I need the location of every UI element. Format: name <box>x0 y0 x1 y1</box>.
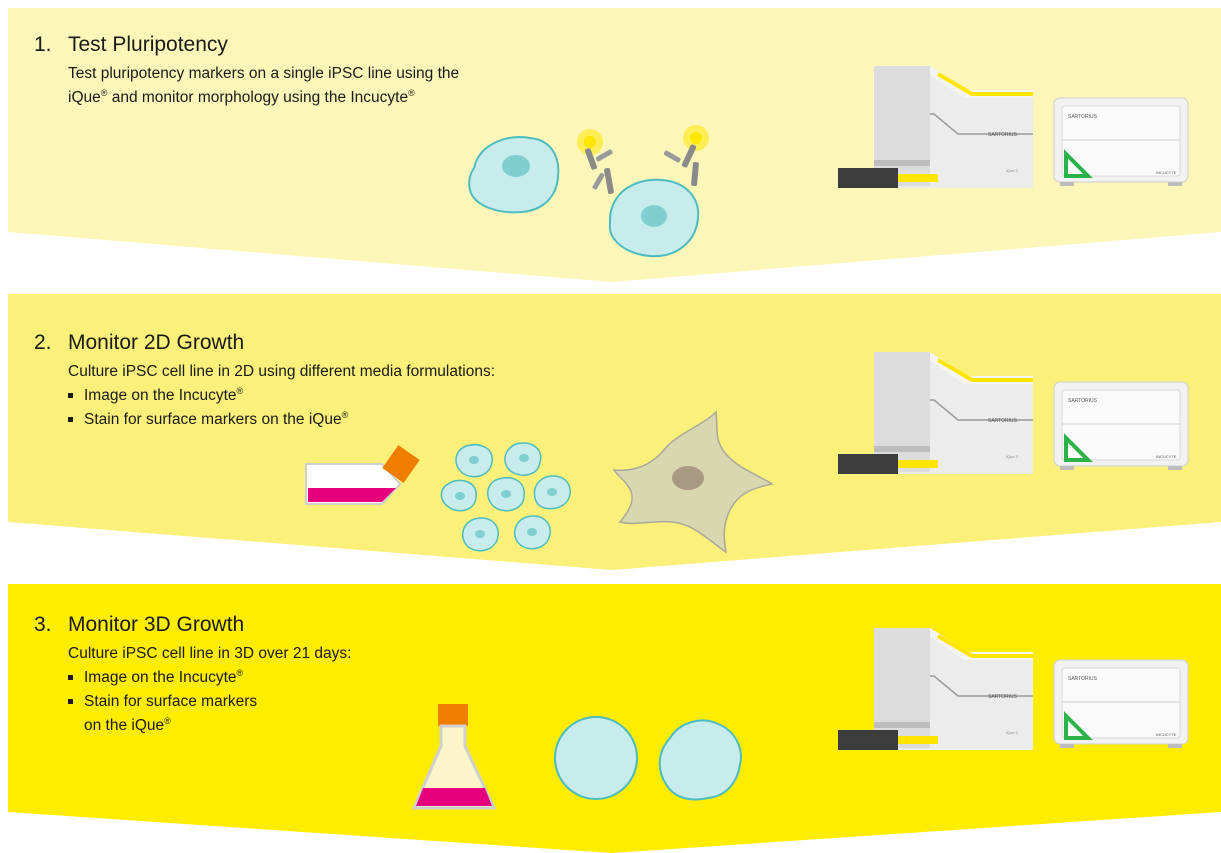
incucyte-brand-label: SARTORIUS <box>1068 676 1098 682</box>
ique-instrument-icon: SARTORIUS iQue 3 <box>838 352 1033 474</box>
stage-3-bullet-2: Stain for surface markers on the iQue® <box>68 690 351 738</box>
differentiated-cell-icon <box>612 410 774 554</box>
antibody-right-icon <box>663 125 709 187</box>
ique-instrument-icon: SARTORIUS iQue 3 <box>838 66 1033 188</box>
incucyte-instrument-icon: SARTORIUS INCUCYTE <box>1053 381 1189 470</box>
stage-2-differentiated-cell-illustration <box>612 410 774 554</box>
stage-1-desc-ique: iQue <box>68 89 101 106</box>
stage-3-description: Culture iPSC cell line in 3D over 21 day… <box>68 645 352 662</box>
ique-brand-label: SARTORIUS <box>988 132 1018 138</box>
culture-flask-icon <box>305 445 420 505</box>
stage-2-title-text: Monitor 2D Growth <box>68 331 245 354</box>
stage-1-desc-incucyte: and monitor morphology using the Incucyt… <box>107 89 409 106</box>
stage-1-reg-mark-1: ® <box>100 87 108 98</box>
stage-2-reg-mark-1: ® <box>236 385 244 396</box>
stage-2-bullet-1-text: Image on the Incucyte <box>84 387 237 404</box>
stage-3-bullet-2-line2: on the iQue <box>84 717 165 734</box>
incucyte-instrument-icon: SARTORIUS INCUCYTE <box>1053 97 1189 186</box>
stage-2-cell-colony-illustration <box>440 442 571 552</box>
stage-2-band: 2. Monitor 2D Growth Culture iPSC cell li… <box>0 290 1221 580</box>
ique-model-label: iQue 3 <box>1006 168 1019 173</box>
incucyte-brand-label: SARTORIUS <box>1068 114 1098 120</box>
stage-3-bullet-1-text: Image on the Incucyte <box>84 669 237 686</box>
stage-1-reg-mark-2: ® <box>408 87 415 98</box>
stage-3-title-text: Monitor 3D Growth <box>68 613 245 636</box>
stained-ipsc-cell-icon <box>608 178 700 258</box>
ique-model-label: iQue 3 <box>1006 454 1019 459</box>
stage-3-reg-mark-1: ® <box>236 667 244 678</box>
stage-2-number: 2. <box>34 331 52 354</box>
stage-3-bullet-1: Image on the Incucyte® <box>68 666 351 690</box>
stage-1-desc-line1: Test pluripotency markers on a single iP… <box>68 65 460 82</box>
ique-brand-label: SARTORIUS <box>988 418 1018 424</box>
stage-3-incucyte-instrument: SARTORIUS INCUCYTE <box>1052 658 1190 755</box>
spheroid-round-icon <box>554 716 638 800</box>
stage-2-bullet-1: Image on the Incucyte® <box>68 384 495 408</box>
incucyte-model-label: INCUCYTE <box>1156 454 1177 459</box>
stage-3-reg-mark-2: ® <box>164 715 171 726</box>
spheroid-irregular-icon <box>658 719 742 801</box>
ipsc-colony-icon <box>440 442 571 552</box>
stage-1-title: 1. Test Pluripotency <box>34 32 459 58</box>
stage-2-incucyte-instrument: SARTORIUS INCUCYTE <box>1052 380 1190 477</box>
stage-3-band: 3. Monitor 3D Growth Culture iPSC cell li… <box>0 580 1221 853</box>
stage-1-text: 1. Test Pluripotency Test pluripotency ma… <box>34 32 459 110</box>
ique-instrument-icon: SARTORIUS iQue 3 <box>838 628 1033 750</box>
ique-model-label: iQue 3 <box>1006 730 1019 735</box>
stage-1-description: Test pluripotency markers on a single iP… <box>68 62 459 110</box>
stage-3-ique-instrument: SARTORIUS iQue 3 <box>838 626 1033 761</box>
stage-1-incucyte-instrument: SARTORIUS INCUCYTE <box>1052 96 1190 193</box>
antibody-left-icon <box>577 129 614 195</box>
stage-2-bullet-2-text: Stain for surface markers on the iQue <box>84 411 342 428</box>
stage-2-bullet-list: Image on the Incucyte® Stain for surface… <box>68 384 495 432</box>
stage-3-erlenmeyer-flask-illustration <box>411 704 497 810</box>
stage-1-number: 1. <box>34 33 52 56</box>
stage-2-text: 2. Monitor 2D Growth Culture iPSC cell li… <box>34 330 495 432</box>
incucyte-model-label: INCUCYTE <box>1156 732 1177 737</box>
stage-2-description: Culture iPSC cell line in 2D using diffe… <box>68 363 496 380</box>
stage-3-bullet-list: Image on the Incucyte® Stain for surface… <box>68 666 351 738</box>
stage-3-text: 3. Monitor 3D Growth Culture iPSC cell li… <box>34 612 351 738</box>
ique-brand-label: SARTORIUS <box>988 694 1018 700</box>
stage-2-bullet-2: Stain for surface markers on the iQue® <box>68 408 495 432</box>
stage-3-title: 3. Monitor 3D Growth <box>34 612 351 638</box>
stage-2-culture-flask-illustration <box>305 445 420 505</box>
stage-1-ique-instrument: SARTORIUS iQue 3 <box>838 64 1033 199</box>
stage-1-cell-illustration <box>468 125 709 258</box>
incucyte-model-label: INCUCYTE <box>1156 170 1177 175</box>
stage-2-ique-instrument: SARTORIUS iQue 3 <box>838 350 1033 485</box>
single-ipsc-cell-icon <box>468 136 560 214</box>
stage-3-bullet-2-text: Stain for surface markers <box>84 693 258 710</box>
erlenmeyer-flask-icon <box>411 704 497 810</box>
stage-2-title: 2. Monitor 2D Growth <box>34 330 495 356</box>
incucyte-instrument-icon: SARTORIUS INCUCYTE <box>1053 659 1189 748</box>
stage-1-title-text: Test Pluripotency <box>68 33 228 56</box>
stage-1-band: 1. Test Pluripotency Test pluripotency ma… <box>0 0 1221 290</box>
stage-3-spheroid-illustration <box>554 716 742 801</box>
stage-2-reg-mark-2: ® <box>341 409 349 420</box>
stage-3-number: 3. <box>34 613 52 636</box>
incucyte-brand-label: SARTORIUS <box>1068 398 1098 404</box>
